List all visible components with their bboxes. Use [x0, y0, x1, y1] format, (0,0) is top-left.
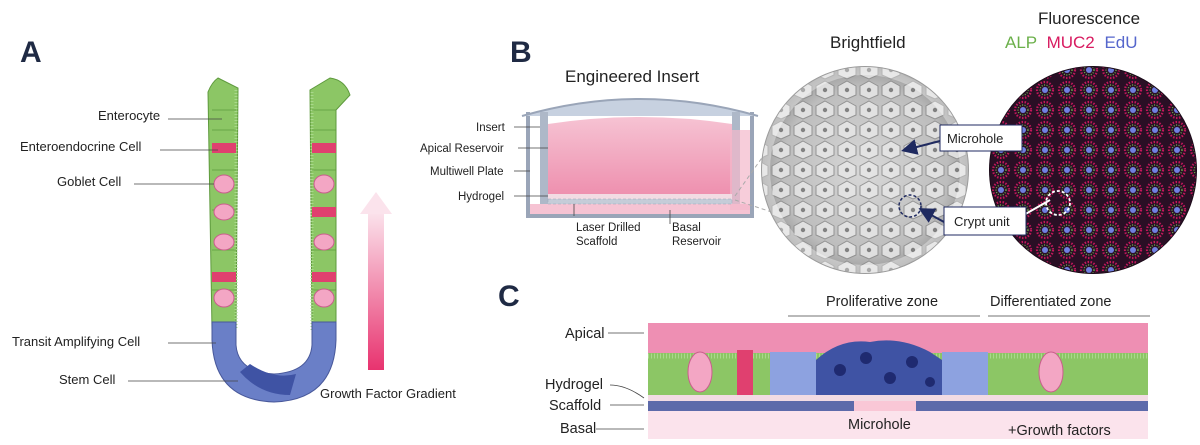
fluorescence-title: Fluorescence — [1038, 9, 1140, 28]
insert-label-multiwell-plate: Multiwell Plate — [430, 166, 504, 178]
section-stem-cluster — [816, 340, 942, 395]
zone-differentiated: Differentiated zone — [990, 294, 1111, 310]
insert-label-insert: Insert — [476, 122, 506, 134]
insert-title: Engineered Insert — [565, 67, 699, 86]
hydrogel-layer — [648, 395, 1148, 401]
panel-a-letter: A — [20, 36, 42, 69]
section-enteroendocrine-cell — [737, 350, 753, 395]
stain-legend: ALP MUC2 EdU — [1005, 33, 1138, 52]
cross-section — [648, 323, 1148, 439]
stem-cell — [240, 364, 296, 395]
label-transit-amplifying: Transit Amplifying Cell — [12, 334, 140, 349]
growth-factors-label: +Growth factors — [1008, 423, 1111, 439]
stain-muc2: MUC2 — [1047, 33, 1095, 52]
section-microhole-label: Microhole — [848, 417, 911, 433]
enteroendocrine-cell — [212, 143, 236, 153]
callout-microhole: Microhole — [901, 124, 1023, 155]
section-ta-cells — [770, 352, 816, 395]
basal-layer — [648, 411, 1148, 439]
label-enterocyte: Enterocyte — [98, 108, 160, 123]
microhole-gap — [854, 401, 916, 411]
brightfield-image — [761, 66, 969, 274]
zone-proliferative: Proliferative zone — [826, 294, 938, 310]
panel-c: C Proliferative zone Differentiated zone — [498, 280, 1150, 439]
label-enteroendocrine: Enteroendocrine Cell — [20, 139, 142, 154]
label-scaffold: Scaffold — [576, 236, 617, 248]
panel-b-letter: B — [510, 36, 532, 69]
label-goblet: Goblet Cell — [57, 174, 121, 189]
fluorescence-image — [989, 66, 1197, 274]
insert-label-apical-reservoir: Apical Reservoir — [420, 143, 504, 155]
brightfield-title: Brightfield — [830, 33, 906, 52]
scaffold-layer — [648, 401, 854, 411]
label-growth-factor-gradient: Growth Factor Gradient — [320, 386, 456, 401]
panel-c-letter: C — [498, 280, 520, 313]
insert-label-hydrogel: Hydrogel — [458, 191, 504, 203]
stain-alp: ALP — [1005, 33, 1037, 52]
layer-basal: Basal — [560, 421, 596, 437]
layer-apical: Apical — [565, 326, 605, 342]
panel-a: A — [12, 36, 456, 403]
label-laser-drilled: Laser Drilled — [576, 222, 641, 234]
layer-hydrogel: Hydrogel — [545, 377, 603, 393]
label-stem: Stem Cell — [59, 372, 115, 387]
section-goblet-cell — [687, 351, 713, 393]
growth-factor-arrow — [360, 192, 392, 370]
callout-crypt-unit: Crypt unit — [918, 199, 1051, 236]
layer-scaffold: Scaffold — [549, 398, 601, 414]
stain-edu: EdU — [1104, 33, 1137, 52]
panel-b: B Engineered Insert Insert Apical Re — [420, 9, 1197, 274]
callout-crypt-text: Crypt unit — [954, 214, 1010, 229]
label-reservoir: Reservoir — [672, 236, 721, 248]
goblet-cell — [213, 174, 235, 194]
callout-microhole-text: Microhole — [947, 131, 1003, 146]
label-basal: Basal — [672, 222, 701, 234]
crypt-diagram — [207, 77, 351, 403]
engineered-insert — [521, 98, 759, 218]
